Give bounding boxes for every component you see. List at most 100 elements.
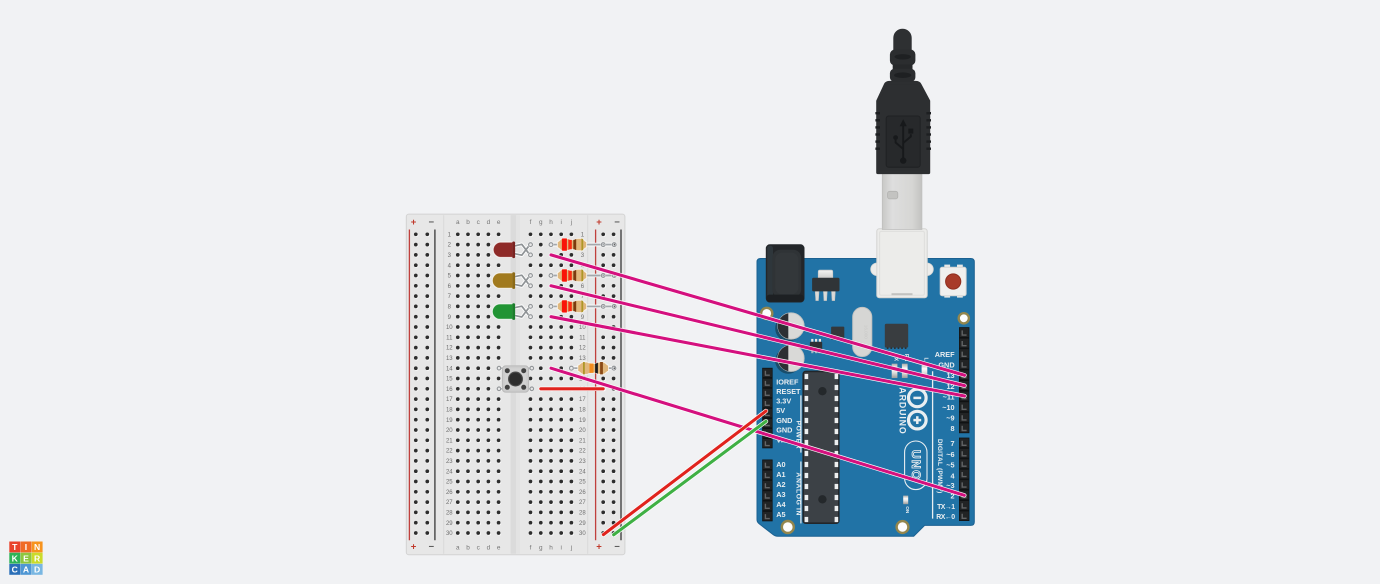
svg-text:GND: GND (938, 361, 954, 370)
svg-text:24: 24 (579, 469, 586, 475)
svg-text:20: 20 (446, 428, 453, 434)
svg-text:ARDUINO: ARDUINO (897, 387, 907, 434)
svg-text:10: 10 (446, 325, 453, 331)
svg-text:6: 6 (581, 284, 585, 290)
svg-text:h: h (549, 545, 553, 552)
svg-text:g: g (539, 545, 543, 552)
svg-text:1: 1 (448, 232, 452, 238)
svg-text:30: 30 (579, 531, 586, 537)
svg-text:3: 3 (448, 253, 452, 259)
svg-text:29: 29 (579, 521, 586, 527)
svg-text:23: 23 (579, 459, 586, 465)
svg-text:R: R (34, 553, 41, 563)
svg-text:~9: ~9 (946, 414, 954, 423)
svg-text:20: 20 (579, 428, 586, 434)
svg-text:23: 23 (446, 459, 453, 465)
svg-text:28: 28 (579, 511, 586, 517)
svg-text:12: 12 (579, 346, 586, 352)
svg-text:f: f (530, 545, 532, 552)
svg-text:9: 9 (448, 315, 452, 321)
svg-text:c: c (477, 545, 481, 552)
svg-text:UNO: UNO (909, 450, 923, 481)
svg-text:+: + (411, 542, 417, 553)
svg-text:b: b (466, 219, 470, 226)
svg-text:22: 22 (579, 449, 586, 455)
svg-text:19: 19 (446, 418, 453, 424)
svg-text:13: 13 (446, 356, 453, 362)
svg-text:18: 18 (579, 408, 586, 414)
svg-text:j: j (570, 219, 572, 226)
svg-text:f: f (530, 219, 532, 226)
svg-text:a: a (456, 545, 460, 552)
svg-text:16: 16 (446, 387, 453, 393)
svg-text:C: C (12, 564, 18, 574)
svg-text:−: − (429, 217, 435, 228)
svg-text:5V: 5V (776, 406, 785, 415)
svg-text:22: 22 (446, 449, 453, 455)
svg-text:~10: ~10 (942, 403, 954, 412)
svg-text:18: 18 (446, 408, 453, 414)
svg-text:A4: A4 (776, 500, 786, 509)
svg-text:13: 13 (579, 356, 586, 362)
svg-text:12: 12 (446, 346, 453, 352)
svg-text:8: 8 (951, 424, 955, 433)
svg-text:3: 3 (581, 253, 585, 259)
svg-text:g: g (539, 219, 543, 226)
svg-text:d: d (487, 219, 491, 226)
svg-text:N: N (34, 542, 40, 552)
svg-text:6: 6 (448, 284, 452, 290)
svg-text:21: 21 (579, 438, 586, 444)
svg-text:~11: ~11 (943, 392, 955, 401)
svg-text:e: e (497, 219, 501, 226)
svg-text:i: i (560, 545, 561, 552)
svg-text:~6: ~6 (946, 450, 954, 459)
svg-text:11: 11 (579, 335, 586, 341)
svg-text:30: 30 (446, 531, 453, 537)
svg-text:TX: TX (893, 354, 899, 361)
svg-text:E: E (23, 553, 29, 563)
svg-text:1: 1 (581, 232, 585, 238)
svg-text:−: − (429, 542, 435, 553)
svg-text:4: 4 (951, 472, 956, 481)
svg-text:26: 26 (446, 490, 453, 496)
svg-text:7: 7 (951, 439, 955, 448)
svg-text:19: 19 (579, 418, 586, 424)
svg-text:h: h (549, 219, 553, 226)
svg-text:28: 28 (446, 511, 453, 517)
svg-text:12: 12 (946, 382, 954, 391)
svg-text:24: 24 (446, 469, 453, 475)
svg-text:15: 15 (446, 377, 453, 383)
svg-text:27: 27 (579, 500, 586, 506)
svg-text:9: 9 (581, 315, 585, 321)
svg-text:10: 10 (579, 325, 586, 331)
svg-text:A1: A1 (776, 470, 785, 479)
svg-text:+: + (596, 542, 602, 553)
svg-text:K: K (12, 553, 19, 563)
svg-text:17: 17 (446, 397, 453, 403)
svg-text:A0: A0 (776, 460, 785, 469)
svg-text:D: D (34, 564, 40, 574)
svg-text:2: 2 (951, 491, 955, 500)
svg-text:−: − (614, 217, 620, 228)
svg-text:T: T (12, 542, 18, 552)
svg-text:A5: A5 (776, 510, 785, 519)
svg-text:ANALOG IN: ANALOG IN (795, 472, 802, 516)
svg-text:A2: A2 (776, 480, 785, 489)
svg-text:j: j (570, 545, 572, 552)
svg-text:i: i (560, 219, 561, 226)
svg-text:3.3V: 3.3V (776, 397, 791, 406)
svg-text:16.000: 16.000 (863, 325, 868, 339)
svg-text:A3: A3 (776, 490, 785, 499)
svg-text:−: − (614, 542, 620, 553)
svg-text:+: + (411, 217, 417, 228)
svg-text:I: I (25, 542, 27, 552)
svg-text:AREF: AREF (935, 350, 955, 359)
svg-text:RESET: RESET (776, 387, 801, 396)
svg-text:IOREF: IOREF (776, 378, 799, 387)
svg-text:DIGITAL (PWM~): DIGITAL (PWM~) (936, 439, 943, 494)
svg-text:11: 11 (446, 335, 453, 341)
svg-text:TX→1: TX→1 (937, 504, 955, 511)
svg-text:GND: GND (776, 416, 792, 425)
svg-text:27: 27 (446, 500, 453, 506)
svg-text:L: L (923, 358, 929, 362)
